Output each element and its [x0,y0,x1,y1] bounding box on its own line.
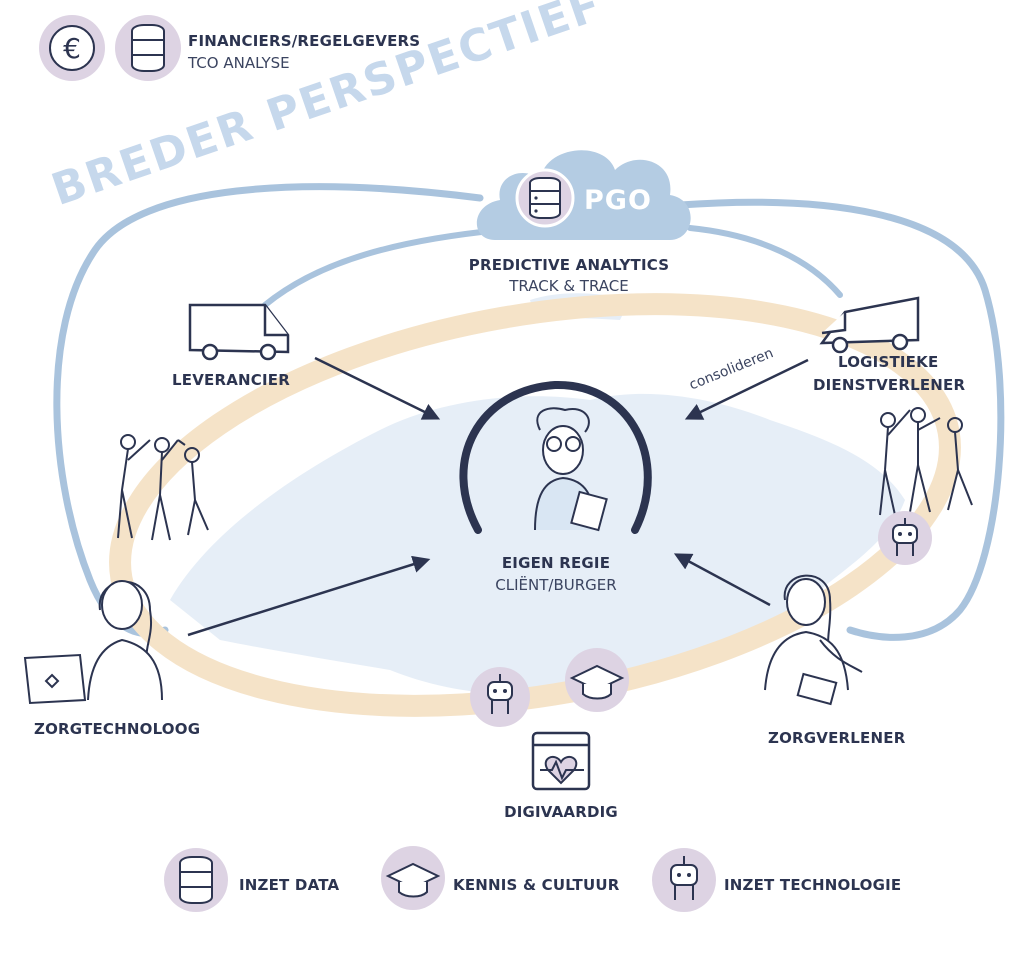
cloud-title: PREDICTIVE ANALYTICS [468,256,670,274]
digivaardig-label: DIGIVAARDIG [504,803,618,821]
database-icon [115,15,181,81]
legend-label-technologie: INZET TECHNOLOGIE [724,876,902,894]
cloud-database-icon [515,168,575,228]
map-background [170,393,905,694]
robot-badge-bottom [470,667,530,727]
arrow-leverancier [314,356,441,420]
zorgverlener-figure [764,574,863,706]
graduation-badge-bottom [565,648,629,712]
digivaardig-icon [531,731,591,791]
legend-label-data: INZET DATA [239,876,340,894]
center-title: EIGEN REGIE [501,554,611,572]
center-subtitle: CLIËNT/BURGER [495,576,617,594]
zorgtechnoloog-label: ZORGTECHNOLOOG [34,720,201,738]
logistiek-label-1: LOGISTIEKE [838,353,939,371]
svg-text:€: € [63,32,81,65]
robot-badge-right [878,511,932,565]
zorgverlener-label: ZORGVERLENER [768,729,906,747]
header-subtitle: TCO ANALYSE [188,54,290,72]
euro-icon: € [39,15,105,81]
van-icon-left [188,303,290,361]
client-person-icon [534,407,608,532]
people-group-right [879,407,973,516]
legend-label-kennis: KENNIS & CULTUUR [453,876,620,894]
cloud-subtitle: TRACK & TRACE [509,277,629,295]
arrow-logistiek [684,358,809,420]
center-arc [459,380,652,534]
legend-graduation-cap-icon [381,846,445,910]
people-group-left [117,434,209,541]
arrow-zorgtechnoloog [187,555,431,637]
arrow-zorgverlener [673,553,771,607]
leverancier-label: LEVERANCIER [172,371,290,389]
inner-arc [262,225,843,308]
pgo-label: PGO [584,185,652,216]
van-icon-right [819,296,920,354]
legend-database-icon [164,848,228,912]
logistiek-label-2: DIENSTVERLENER [813,376,966,394]
zorgtechnoloog-figure [23,580,163,705]
legend-robot-icon [652,848,716,912]
header-title: FINANCIERS/REGELGEVERS [188,32,421,50]
